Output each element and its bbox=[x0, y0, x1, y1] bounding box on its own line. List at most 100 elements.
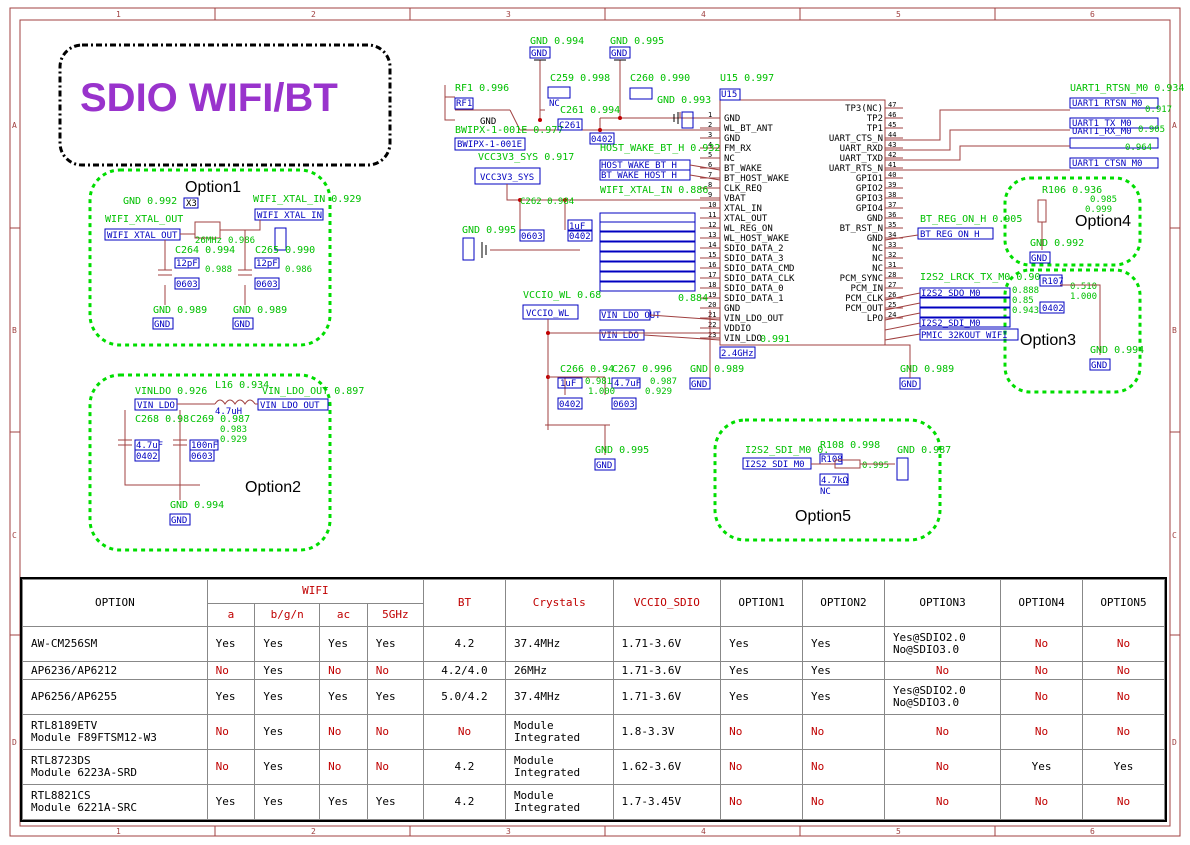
cell-wifi-bgn: Yes bbox=[254, 714, 321, 751]
vinldo-label: VINLDO 0.926 bbox=[135, 386, 207, 397]
cell-wifi-ac: No bbox=[319, 714, 368, 751]
u15-pin-name: GND bbox=[724, 114, 740, 124]
c269-label: C269 0.987 bbox=[190, 414, 250, 425]
header-option2: OPTION2 bbox=[802, 578, 885, 628]
u15-pin-name: NC bbox=[872, 244, 883, 254]
gnd-box: GND bbox=[1091, 361, 1107, 371]
option3-region bbox=[1003, 268, 1142, 394]
cell-option5: No bbox=[1082, 626, 1165, 663]
cell-wifi-a: Yes bbox=[206, 784, 256, 820]
gnd-net-label: GND 0.989 bbox=[153, 305, 207, 316]
cell-crystals-line: Integrated bbox=[513, 731, 581, 745]
u15-pin-number: 23 bbox=[708, 331, 716, 339]
wifi-xtal-in-label: WIFI_XTAL_IN 0.886 bbox=[600, 185, 708, 196]
cell-wifi-bgn: Yes bbox=[254, 626, 321, 663]
header-option: OPTION bbox=[22, 578, 208, 628]
u15-pin-number: 40 bbox=[888, 171, 896, 179]
u15-box-label: U15 bbox=[721, 90, 737, 100]
u15-pin-number: 22 bbox=[708, 321, 716, 329]
cell-wifi-5ghz: No bbox=[366, 714, 425, 751]
cell-crystals: 26MHz bbox=[504, 661, 614, 681]
col-label: 3 bbox=[506, 10, 511, 19]
cell-wifi-ac: Yes bbox=[319, 679, 368, 716]
u15-pin-name: NC bbox=[724, 154, 735, 164]
title-box bbox=[58, 43, 392, 167]
header-option1: OPTION1 bbox=[720, 578, 804, 628]
vinldo-box: VIN_LDO bbox=[137, 401, 175, 411]
col-label: 5 bbox=[896, 10, 901, 19]
c267-val: 4.7uF bbox=[614, 379, 641, 389]
l16-val: 4.7uH bbox=[215, 407, 242, 417]
vcc3v3-box: VCC3V3_SYS bbox=[480, 173, 534, 183]
cell-bt: 5.0/4.2 bbox=[423, 679, 506, 716]
c267-pkg: 0603 bbox=[613, 400, 635, 410]
gnd-box: GND bbox=[691, 380, 707, 390]
cell-option4: No bbox=[1000, 714, 1083, 751]
gnd-net-label: GND 0.995 bbox=[595, 445, 649, 456]
cell-wifi-a: No bbox=[206, 714, 256, 751]
cell-option5: No bbox=[1082, 679, 1165, 716]
cell-bt: No bbox=[423, 714, 506, 751]
u15-pin-name: SDIO_DATA_3 bbox=[724, 254, 784, 264]
u15-pin-name: SDIO_DATA_1 bbox=[724, 294, 784, 304]
i2s-sdo-val: 0.888 bbox=[1012, 286, 1039, 296]
cell-option2: No bbox=[802, 714, 885, 751]
option2-region bbox=[88, 373, 332, 552]
u15-pin-name: UART_TXD bbox=[840, 154, 883, 164]
u15-pin-number: 37 bbox=[888, 201, 896, 209]
c267-label: C267 0.996 bbox=[612, 364, 672, 375]
header-option5: OPTION5 bbox=[1082, 578, 1165, 628]
c262-label: C262 0.984 bbox=[520, 197, 574, 207]
col-label: 2 bbox=[311, 10, 316, 19]
u15-pin-name: BT_RST_N bbox=[840, 224, 883, 234]
gnd-net-label: GND 0.994 bbox=[530, 36, 584, 47]
option-table: OPTION WIFI BT Crystals VCCIO_SDIO OPTIO… bbox=[20, 577, 1167, 822]
u15-pin-number: 1 bbox=[708, 111, 712, 119]
u15-pin-number: 21 bbox=[708, 311, 716, 319]
i2s2-sdi-opt-label: I2S2_SDI_M0 0. bbox=[745, 445, 829, 456]
bt-wake-box: BT_WAKE_HOST_H bbox=[601, 171, 677, 181]
u15-pin-name: WL_BT_ANT bbox=[724, 124, 773, 134]
cell-crystals-line: Integrated bbox=[513, 766, 581, 780]
option5-region bbox=[713, 418, 942, 542]
frame-ticks bbox=[10, 8, 1180, 836]
u15-pin-number: 45 bbox=[888, 121, 896, 129]
gnd-net-label: GND 0.992 bbox=[1030, 238, 1084, 249]
vin-ldo-out-label: VIN_LDO_OUT 0.897 bbox=[262, 386, 364, 397]
host-wake-label: HOST_WAKE_BT_H 0.932 bbox=[600, 143, 720, 154]
u15-pin-number: 19 bbox=[708, 291, 716, 299]
gnd-net-label: GND 0.994 bbox=[170, 500, 224, 511]
cell-wifi-ac: Yes bbox=[319, 626, 368, 663]
host-wake-box: HOST_WAKE_BT_H bbox=[601, 161, 677, 171]
gnd-net-label: GND 0.992 bbox=[123, 196, 177, 207]
c269-pkg: 0603 bbox=[191, 452, 213, 462]
cell-option2: Yes bbox=[802, 626, 885, 663]
row-label: C bbox=[12, 531, 17, 540]
cell-vccio: 1.71-3.6V bbox=[612, 679, 722, 716]
cell-option1: Yes bbox=[720, 661, 804, 681]
col-label: 1 bbox=[116, 827, 121, 836]
c262-pkg: 0603 bbox=[521, 232, 543, 242]
u15-pin-number: 26 bbox=[888, 291, 896, 299]
cell-model-line: RTL8189ETV bbox=[31, 719, 98, 733]
u15-right-pins: 47TP3(NC)46TP245TP144UART_CTS_N43UART_RX… bbox=[829, 101, 903, 324]
col-label: 3 bbox=[506, 827, 511, 836]
vin-ldo-val: 0.884 bbox=[678, 293, 708, 304]
